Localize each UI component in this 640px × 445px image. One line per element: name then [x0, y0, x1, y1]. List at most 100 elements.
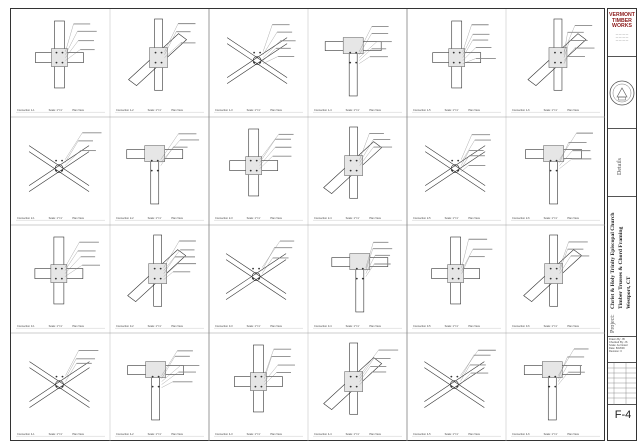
leader-line: [359, 146, 374, 166]
bolt: [450, 385, 453, 388]
view-caption: Plan View: [270, 108, 282, 112]
leader-line: [461, 239, 469, 268]
steel-plate: [544, 263, 563, 284]
connection-caption: Connection 2-2: [116, 216, 134, 220]
leader-line: [64, 250, 78, 271]
leader-line: [359, 366, 371, 382]
scale-caption: Scale: 1"=1': [148, 108, 162, 112]
steel-plate: [50, 264, 68, 283]
scale-caption: Scale: 1"=1': [346, 216, 360, 220]
scale-caption: Scale: 1"=1': [544, 432, 558, 436]
logo-line-2: TIMBER: [612, 17, 632, 24]
bolt: [252, 56, 262, 65]
leader-line: [259, 139, 276, 163]
leader-line: [461, 150, 470, 166]
leader-line: [259, 147, 276, 166]
bolt: [450, 164, 460, 173]
bolt: [156, 169, 159, 172]
leader-line: [359, 56, 370, 64]
leader-line: [558, 365, 568, 382]
leader-line: [558, 348, 575, 376]
leader-line: [261, 247, 275, 271]
leader-line: [559, 241, 569, 268]
leader-line: [559, 249, 568, 271]
bolt: [154, 51, 157, 54]
connection-caption: Connection 3-6: [512, 324, 530, 328]
leader-line: [462, 39, 473, 58]
bolt: [157, 385, 160, 388]
bolt: [159, 277, 162, 280]
connection-caption: Connection 3-1: [17, 324, 35, 328]
bolt: [55, 385, 58, 388]
leader-line: [365, 242, 374, 268]
leader-line: [161, 371, 179, 385]
leader-line: [65, 40, 79, 58]
leader-line: [164, 23, 179, 52]
leader-line: [263, 56, 279, 64]
view-caption: Plan View: [171, 432, 183, 436]
leader-line: [64, 140, 79, 163]
connection-caption: Connection 2-4: [314, 216, 332, 220]
view-caption: Plan View: [369, 216, 381, 220]
leader-line: [160, 133, 179, 160]
project-location: Westport, CT: [626, 276, 632, 309]
bolt: [452, 61, 455, 64]
timber-post: [547, 374, 557, 421]
leader-line: [462, 24, 472, 52]
leader-line: [460, 355, 474, 379]
bolt: [154, 61, 157, 64]
view-caption: Plan View: [171, 108, 183, 112]
leader-line: [359, 349, 379, 376]
bolt: [259, 51, 262, 54]
bolt: [55, 51, 58, 54]
revision-grid: [608, 363, 636, 405]
leader-line: [461, 256, 470, 274]
steel-plate: [344, 371, 363, 392]
bolt: [349, 375, 352, 378]
bolt: [55, 375, 58, 378]
view-caption: Plan View: [567, 324, 579, 328]
timber-rafter: [225, 259, 287, 300]
view-caption: Plan View: [567, 216, 579, 220]
leader-line: [161, 350, 178, 376]
bolt: [555, 159, 558, 162]
leader-line: [365, 263, 375, 277]
leader-line: [359, 139, 374, 163]
leader-line: [359, 371, 372, 385]
scale-caption: Scale: 1"=1': [544, 324, 558, 328]
bolt: [254, 375, 257, 378]
leader-line: [64, 132, 83, 160]
bolt: [249, 169, 252, 172]
steel-plate: [145, 361, 166, 378]
leader-line: [462, 34, 473, 55]
leader-line: [65, 49, 81, 61]
leader-line: [563, 25, 575, 52]
engineer-seal-cell: [608, 57, 636, 129]
scale-caption: Scale: 1"=1': [247, 324, 261, 328]
bolt: [555, 267, 558, 270]
bolt: [61, 375, 64, 378]
bolt: [151, 385, 154, 388]
bolt: [253, 51, 256, 54]
leader-line: [359, 33, 372, 55]
leader-line: [559, 142, 569, 163]
timber-rafter: [424, 367, 485, 408]
leader-line: [264, 365, 278, 382]
connection-caption: Connection 4-6: [512, 432, 530, 436]
leader-line: [64, 150, 81, 166]
scale-caption: Scale: 1"=1': [49, 324, 63, 328]
view-caption: Plan View: [171, 324, 183, 328]
bolt: [150, 169, 153, 172]
bolt: [151, 375, 154, 378]
bolt: [457, 169, 460, 172]
leader-line: [261, 240, 281, 268]
drawing-info-line: Drawn By: JB: [609, 338, 625, 341]
